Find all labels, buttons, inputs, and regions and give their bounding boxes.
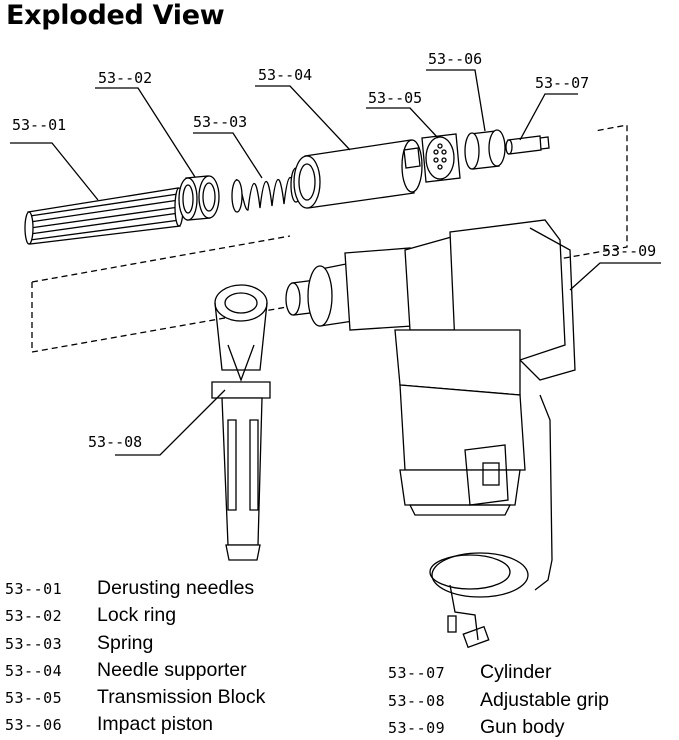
page-title: Exploded View [6,0,225,31]
callout-53-05: 53--05 [368,89,422,107]
leader-53-08 [115,389,226,456]
leader-53-07 [519,93,578,141]
dashed-assembly-outline [31,124,628,353]
callout-53-03: 53--03 [193,113,247,131]
leader-53-04 [255,85,351,151]
impact-piston-part [464,129,506,170]
callout-53-09: 53--09 [602,242,656,260]
leader-53-05 [366,107,439,139]
callout-53-08: 53--08 [88,433,142,451]
needle-supporter-part [293,139,423,209]
leader-53-09 [569,262,661,291]
callout-53-04: 53--04 [258,66,312,84]
callout-53-07: 53--07 [535,74,589,92]
leader-53-02 [95,87,196,178]
leader-53-01 [10,142,99,201]
callout-53-01: 53--01 [12,116,66,134]
callout-labels: 53--01 53--02 53--03 53--04 53--05 53--0… [12,50,656,451]
spring-part [231,167,302,213]
callout-53-02: 53--02 [98,69,152,87]
leader-53-03 [193,132,263,179]
leader-53-06 [426,69,486,132]
lock-ring-part [178,175,220,221]
cylinder-part [505,135,550,155]
derusting-needles-part [24,187,184,245]
callout-53-06: 53--06 [428,50,482,68]
gun-body-part [285,219,576,649]
adjustable-grip-part [211,284,271,561]
transmission-block-part [421,133,461,183]
